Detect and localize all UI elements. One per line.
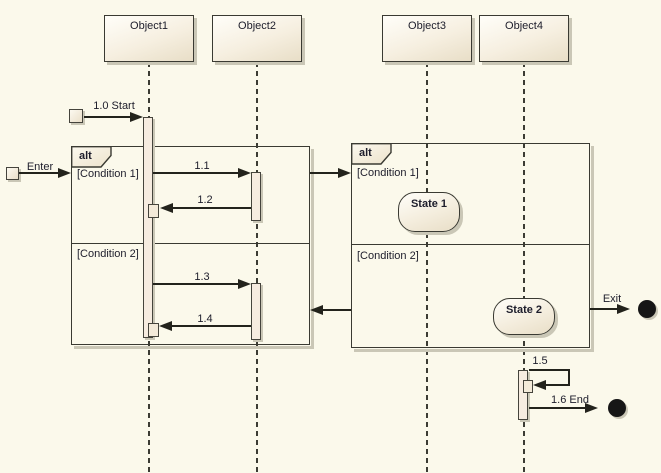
message-1-5-line-top[interactable] [529,369,569,371]
activation-bar-object4[interactable] [518,370,528,420]
exit-endpoint-circle[interactable] [638,300,656,318]
object-label: Object4 [505,20,543,32]
message-enter-arrowhead [58,168,71,178]
message-1-3-label: 1.3 [194,271,210,283]
alt-operator-pentagon-right [350,142,392,165]
message-1-3-line[interactable] [153,283,238,285]
nested-activation-object4[interactable] [523,380,533,393]
alt-fragment-left[interactable]: alt [Condition 1] [Condition 2] [70,145,314,349]
object-box-object4[interactable]: Object4 [479,15,569,62]
message-1-2-line[interactable] [173,207,251,209]
guard-condition1-left: [Condition 1] [77,168,139,180]
message-1-1-arrowhead [238,168,251,178]
activation-bar-object1[interactable] [143,117,153,338]
guard-condition2-left: [Condition 2] [77,248,139,260]
message-1-4-arrowhead [159,321,172,331]
fragment-divider-right [352,244,589,246]
message-1-6-arrowhead [585,403,598,413]
message-1-5-line-return [546,384,570,386]
activation-bar-object2-first[interactable] [251,172,261,221]
nested-activation-object1-first[interactable] [148,204,159,218]
connector-left-to-right-line[interactable] [310,172,338,174]
alt-fragment-right[interactable]: alt [Condition 1] [Condition 2] [350,142,594,352]
message-1-1-label: 1.1 [194,160,210,172]
state-label: State 2 [505,304,543,316]
lifeline-object3 [426,62,428,473]
message-1-5-line-vertical [568,369,570,386]
guard-condition2-right: [Condition 2] [357,250,419,262]
object-label: Object1 [130,20,168,32]
object-label: Object3 [408,20,446,32]
message-enter-line[interactable] [19,172,58,174]
state-shape-state1[interactable]: State 1 [398,192,460,232]
message-1-6-label: 1.6 End [551,394,589,406]
message-start-label: 1.0 Start [93,100,135,112]
guard-condition1-right: [Condition 1] [357,167,419,179]
object-box-object1[interactable]: Object1 [104,15,194,62]
message-start-arrowhead [130,112,143,122]
connector-right-to-left-line[interactable] [323,309,351,311]
message-1-3-arrowhead [238,279,251,289]
connector-left-to-right-arrowhead [338,168,351,178]
message-1-2-label: 1.2 [197,194,213,206]
alt-operator-label-right: alt [359,147,372,159]
message-1-6-line[interactable] [529,407,585,409]
message-1-1-line[interactable] [153,172,238,174]
message-1-5-arrowhead [533,380,546,390]
fragment-divider-left [72,243,309,245]
message-1-5-label: 1.5 [532,355,548,367]
enter-source-square[interactable] [6,167,19,180]
connector-right-to-left-arrowhead [310,305,323,315]
object-box-object2[interactable]: Object2 [212,15,302,62]
start-source-square[interactable] [69,109,83,123]
object-box-object3[interactable]: Object3 [382,15,472,62]
alt-operator-pentagon-left [70,145,112,168]
activation-bar-object2-second[interactable] [251,283,261,340]
state-label: State 1 [410,198,448,210]
lifeline-object4 [523,62,525,473]
message-1-2-arrowhead [160,203,173,213]
message-exit-label: Exit [602,293,622,305]
object-label: Object2 [238,20,276,32]
lifeline-object2 [256,62,258,473]
message-1-4-line[interactable] [172,325,251,327]
alt-operator-label-left: alt [79,150,92,162]
nested-activation-object1-second[interactable] [148,323,159,337]
message-1-4-label: 1.4 [197,313,213,325]
state-shape-state2[interactable]: State 2 [493,298,555,335]
message-exit-arrowhead [617,304,630,314]
message-start-line[interactable] [84,116,130,118]
message-exit-line[interactable] [590,308,617,310]
message-enter-label: Enter [26,161,54,173]
end-endpoint-circle[interactable] [608,399,626,417]
